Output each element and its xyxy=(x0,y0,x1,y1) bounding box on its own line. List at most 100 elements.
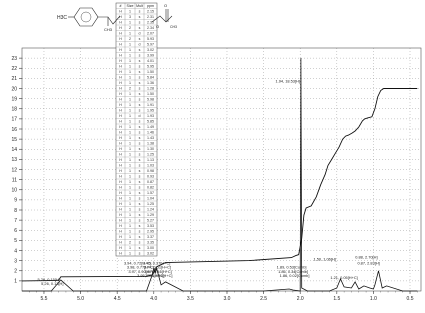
peak-annotation: 5.26, 0.13[H] xyxy=(41,281,63,286)
chain-bonds xyxy=(98,15,121,25)
peak-table-cell: s xyxy=(139,76,141,80)
peak-table-cell: 1.13 xyxy=(147,158,154,162)
peak-table-cell: 1 xyxy=(129,252,131,256)
y-tick-label: 9 xyxy=(14,198,17,204)
peak-table-cell: 2.31 xyxy=(147,15,154,19)
peak-table-cell: 5.93 xyxy=(147,37,154,41)
x-tick-label: 3.5 xyxy=(187,296,194,302)
peak-table-cell: 1 xyxy=(129,103,131,107)
peak-table-cell: s xyxy=(139,136,141,140)
peak-table-cell: s xyxy=(139,103,141,107)
peak-table-cell: 1.91 xyxy=(147,103,154,107)
peak-table-cell: H xyxy=(119,175,122,179)
peak-table-cell: d xyxy=(139,32,141,36)
peak-table-cell: H xyxy=(119,15,122,19)
peak-table-cell: 4.01 xyxy=(147,59,154,63)
peak-annotation: 3.77, 0.51[H+C] xyxy=(144,265,171,270)
y-tick-label: 23 xyxy=(11,56,17,62)
peak-table-cell: H xyxy=(119,26,122,30)
y-tick-label: 20 xyxy=(11,86,17,92)
peak-table-cell: s xyxy=(139,54,141,58)
x-tick-label: 2.0 xyxy=(297,296,304,302)
peak-table-cell: s xyxy=(139,131,141,135)
peak-table-cell: H xyxy=(119,246,122,250)
peak-table-cell: H xyxy=(119,98,122,102)
peak-table-cell: s xyxy=(139,10,141,14)
molecule-oxygen-label: O xyxy=(156,24,159,29)
x-tick-label: 5.0 xyxy=(77,296,84,302)
peak-table-cell: s xyxy=(139,65,141,69)
peak-table-cell: H xyxy=(119,59,122,63)
peak-table-cell: 1 xyxy=(129,180,131,184)
peak-annotation: 3.73, 0.30[H+C] xyxy=(145,273,172,278)
peak-table-cell: 1 xyxy=(129,21,131,25)
peak-table-cell: H xyxy=(119,153,122,157)
peak-table-cell: s xyxy=(139,180,141,184)
peak-annotation: 3.76, 0.37[H+C] xyxy=(143,261,170,266)
peak-table-cell: H xyxy=(119,219,122,223)
peak-table-cell: H xyxy=(119,158,122,162)
peak-table-cell: H xyxy=(119,202,122,206)
peak-table-cell: 5.95 xyxy=(147,65,154,69)
peak-table-cell: s xyxy=(139,15,141,19)
y-tick-label: 8 xyxy=(14,208,17,214)
peak-table-cell: s xyxy=(139,164,141,168)
peak-table-cell: 1.49 xyxy=(147,125,154,129)
peak-table-cell: 1 xyxy=(129,147,131,151)
peak-table-cell: H xyxy=(119,120,122,124)
peak-table-cell: H xyxy=(119,125,122,129)
peak-table-cell: 1 xyxy=(129,142,131,146)
peak-table-cell: 2 xyxy=(129,37,131,41)
peak-table-header: Size xyxy=(127,4,134,8)
peak-table-cell: 1 xyxy=(129,131,131,135)
peak-table-cell: s xyxy=(139,59,141,63)
peak-table-cell: s xyxy=(139,92,141,96)
peak-table-cell: H xyxy=(119,241,122,245)
y-tick-label: 13 xyxy=(11,157,17,163)
peak-table-cell: s xyxy=(139,81,141,85)
peak-annotation: 1.50, 1.06[H] xyxy=(314,257,336,262)
peak-table-cell: s xyxy=(139,252,141,256)
peak-table-cell: 1 xyxy=(129,219,131,223)
peak-table-cell: 1.50 xyxy=(147,92,154,96)
spectrum-line xyxy=(22,58,418,292)
peak-table-cell: 1 xyxy=(129,32,131,36)
peak-table-cell: H xyxy=(119,136,122,140)
peak-table-cell: H xyxy=(119,208,122,212)
y-tick-label: 3 xyxy=(14,258,17,264)
peak-table-header: ppm xyxy=(147,4,154,8)
series xyxy=(21,58,418,292)
peak-annotation: 3.94, 0.72[H+C] xyxy=(124,261,151,266)
peak-table-cell: 3.53 xyxy=(147,224,154,228)
peak-table-cell: H xyxy=(119,147,122,151)
peak-table-cell: 1 xyxy=(129,153,131,157)
peak-table-cell: 1 xyxy=(129,164,131,168)
peak-table-cell: 3.00 xyxy=(147,246,154,250)
peak-table-cell: H xyxy=(119,70,122,74)
peak-table-cell: 3.35 xyxy=(147,241,154,245)
peak-table-cell: 1.25 xyxy=(147,153,154,157)
peak-table-cell: 1 xyxy=(129,136,131,140)
peak-table-cell: 2.95 xyxy=(147,230,154,234)
aromatic-circle xyxy=(80,11,92,23)
peak-table-cell: H xyxy=(119,235,122,239)
peak-table-cell: s xyxy=(139,70,141,74)
peak-table-cell: H xyxy=(119,76,122,80)
peak-table-cell: s xyxy=(139,153,141,157)
grid xyxy=(22,48,421,291)
peak-table-cell: 3.02 xyxy=(147,252,154,256)
peak-table-cell: 1.46 xyxy=(147,131,154,135)
peak-table-cell: 1 xyxy=(129,81,131,85)
peak-table-cell: H xyxy=(119,164,122,168)
peak-table-cell: 1.30 xyxy=(147,147,154,151)
peak-table-cell: 2.07 xyxy=(147,32,154,36)
peak-table-cell: s xyxy=(139,224,141,228)
peak-table-cell: 1 xyxy=(129,43,131,47)
molecule-methyl-label: H3C xyxy=(57,15,67,21)
peak-table-cell: 1 xyxy=(129,213,131,217)
peak-table-cell: 1 xyxy=(129,230,131,234)
peak-table-cell: 1.93 xyxy=(147,114,154,118)
peak-table-cell: H xyxy=(119,224,122,228)
x-tick-label: 3.0 xyxy=(224,296,231,302)
peak-table-cell: 1 xyxy=(129,186,131,190)
